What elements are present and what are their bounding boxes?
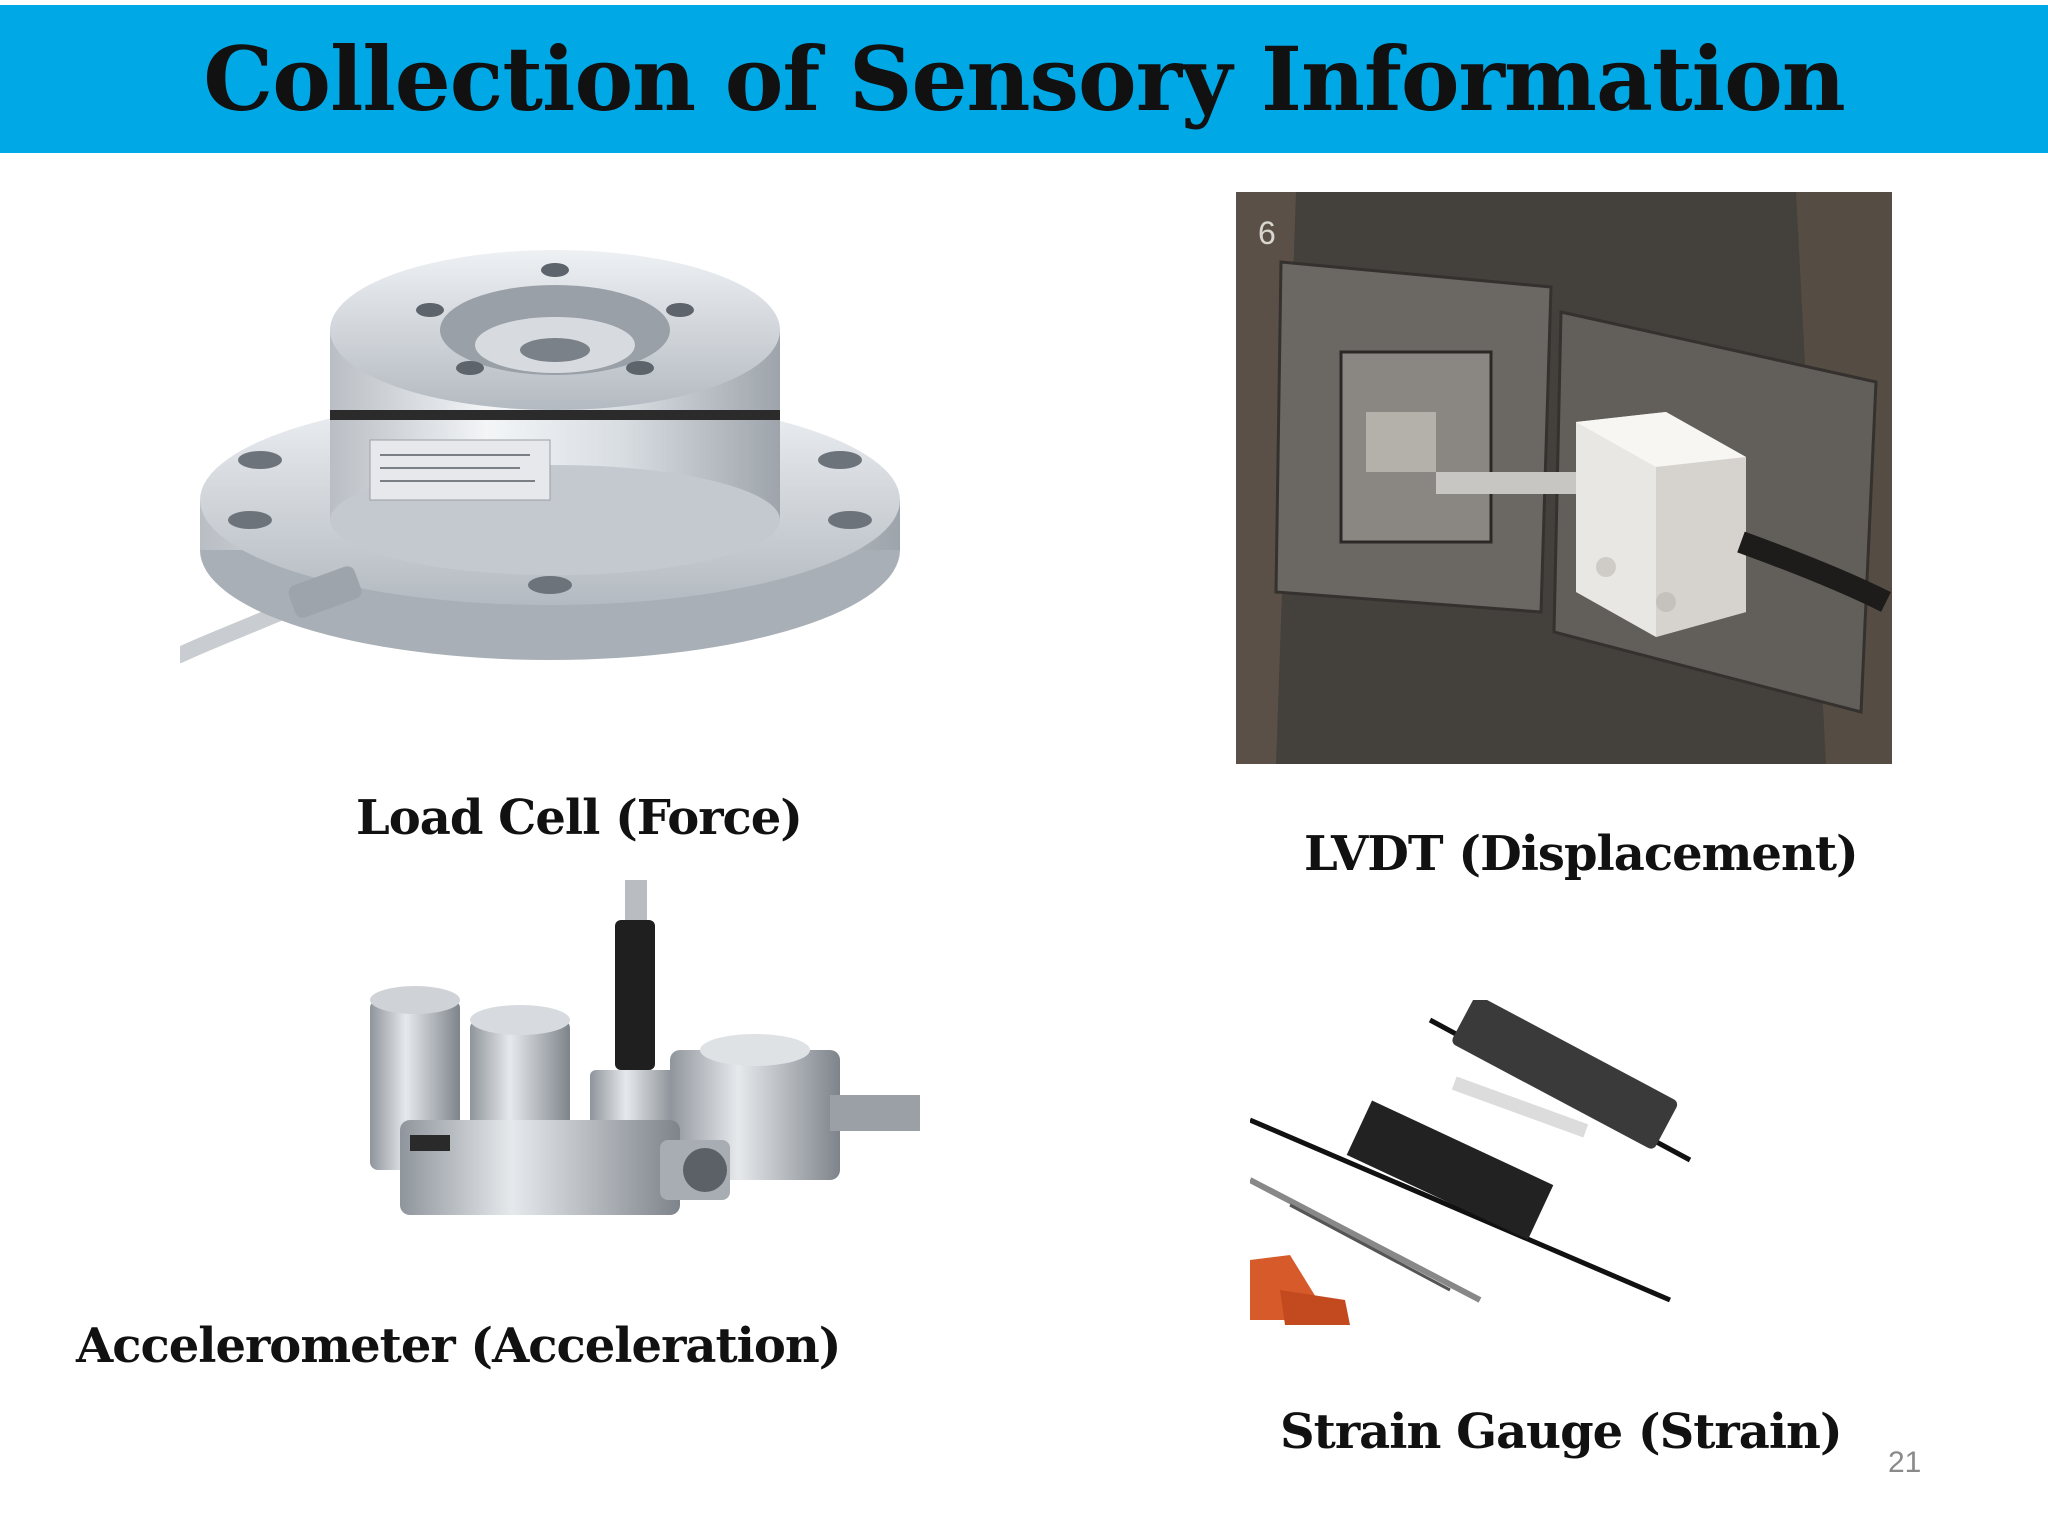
strain-gauge-photo (1250, 1000, 1692, 1325)
title-bar (0, 5, 2048, 153)
lvdt-caption: LVDT (Displacement) (1304, 826, 1859, 882)
lvdt-photo: 6 (1236, 192, 1892, 764)
photo-marker: 6 (1258, 215, 1276, 251)
strain-gauge-caption: Strain Gauge (Strain) (1280, 1404, 1843, 1460)
slide-title: Collection of Sensory Information (203, 27, 1846, 131)
accelerometer-caption: Accelerometer (Acceleration) (76, 1318, 841, 1374)
load-cell-photo (180, 250, 900, 663)
slide-number: 21 (1888, 1446, 1922, 1479)
accelerometer-photo (370, 880, 920, 1215)
load-cell-caption: Load Cell (Force) (356, 790, 803, 846)
